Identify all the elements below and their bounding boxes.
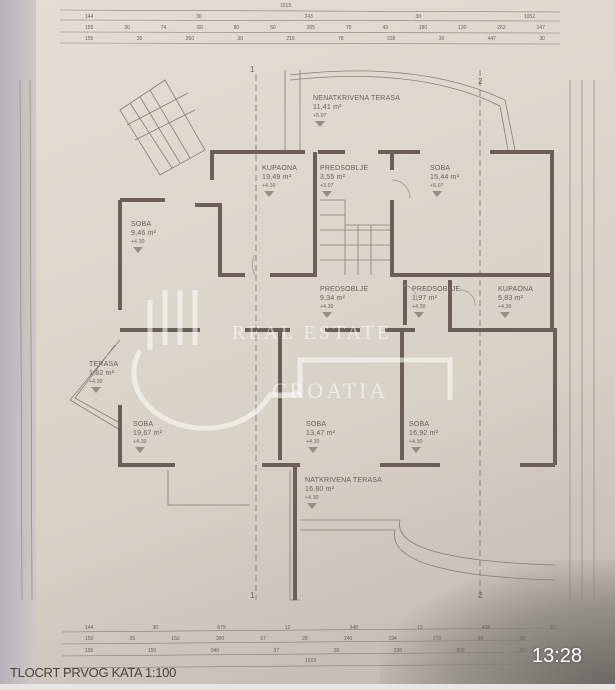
bottom-bar <box>0 684 615 690</box>
watermark-logo-icon <box>131 290 453 431</box>
doors <box>251 179 476 306</box>
video-timestamp: 13:28 <box>532 645 583 667</box>
terraces <box>69 70 556 601</box>
walls <box>118 150 557 600</box>
drawing-title: TLOCRT PRVOG KATA 1:100 <box>10 665 177 680</box>
dimension-lines <box>19 9 595 669</box>
section-mark-2-top: 2 <box>478 77 483 86</box>
section-mark-2-bottom: 2 <box>478 591 483 600</box>
section-markers: 1 2 1 2 <box>250 65 483 600</box>
exterior-stair-icon <box>119 79 206 176</box>
interior-stair-icon <box>320 199 390 275</box>
dim-top-row-1: 1519 <box>280 3 292 9</box>
section-mark-1-top: 1 <box>250 65 255 74</box>
section-lines <box>255 70 481 600</box>
watermark-line1: REAL ESTATE <box>232 322 393 344</box>
section-mark-1-bottom: 1 <box>250 591 255 600</box>
photo-shadow <box>380 560 615 690</box>
watermark-line2: CROATIA <box>272 378 389 403</box>
dim-bottom-row-4: 1519 <box>305 658 317 664</box>
